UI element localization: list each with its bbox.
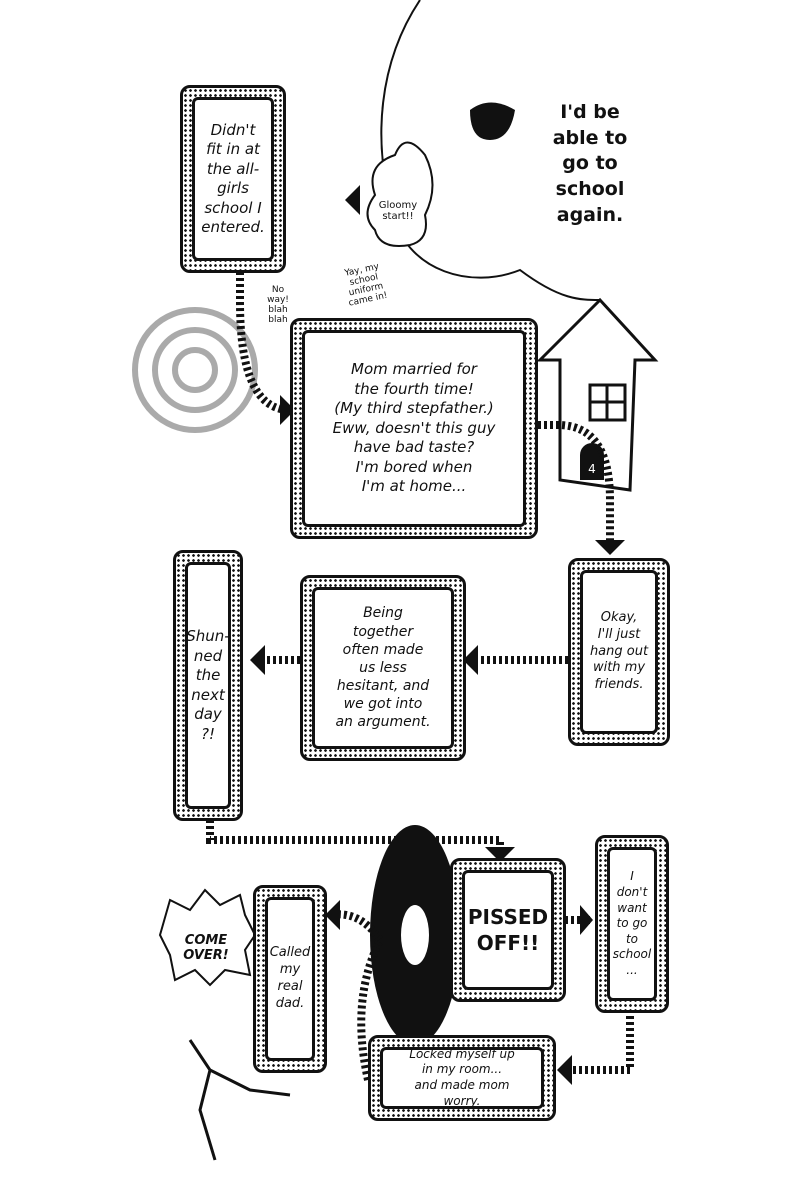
panel-text: Called my real dad. xyxy=(269,945,311,1011)
panel-hang-out: Okay, I'll just hang out with my friends… xyxy=(568,558,670,746)
panel-locked: Locked myself up in my room... and made … xyxy=(368,1035,556,1121)
crack-lines xyxy=(188,1039,291,1161)
panel-argument: Being together often made us less hesita… xyxy=(300,575,466,761)
panel-dont-want: I don't want to go to school ... xyxy=(595,835,669,1013)
panel-text: Being together often made us less hesita… xyxy=(335,605,431,731)
house-icon xyxy=(536,297,659,492)
panel-shunned: Shun- ned the next day ?! xyxy=(173,550,243,821)
panel-text: Didn't fit in at the all-girls school I … xyxy=(201,120,265,237)
gloomy-bubble-text: Gloomy start!! xyxy=(378,200,418,222)
panel-text: Okay, I'll just hang out with my friends… xyxy=(589,609,649,693)
panel-text: I don't want to go to school ... xyxy=(612,869,652,977)
arrowheads xyxy=(250,185,625,1085)
panel-called-dad: Called my real dad. xyxy=(253,885,327,1073)
no-way-text: No way! blah blah xyxy=(267,285,289,325)
gloomy-bubble xyxy=(366,141,434,247)
panel-text: PISSED OFF!! xyxy=(467,905,549,955)
panel-text: Shun- ned the next day ?! xyxy=(186,627,230,743)
panel-text: Mom married for the fourth time! (My thi… xyxy=(332,360,496,496)
narration-text: I'd be able to go to school again. xyxy=(552,101,628,226)
house-number: 4 xyxy=(588,462,596,476)
panel-pissed-off: PISSED OFF!! xyxy=(450,858,566,1002)
panel-text: Locked myself up in my room... and made … xyxy=(409,1046,515,1108)
come-over-burst xyxy=(158,888,257,987)
girl-face-outline xyxy=(380,0,601,301)
spiral-background xyxy=(132,307,258,433)
girl-eye xyxy=(470,102,515,140)
crouching-figure xyxy=(401,905,429,965)
come-over-text: COME OVER! xyxy=(183,933,229,963)
panel-didnt-fit: Didn't fit in at the all-girls school I … xyxy=(180,85,286,273)
panel-mom-married: Mom married for the fourth time! (My thi… xyxy=(290,318,538,539)
